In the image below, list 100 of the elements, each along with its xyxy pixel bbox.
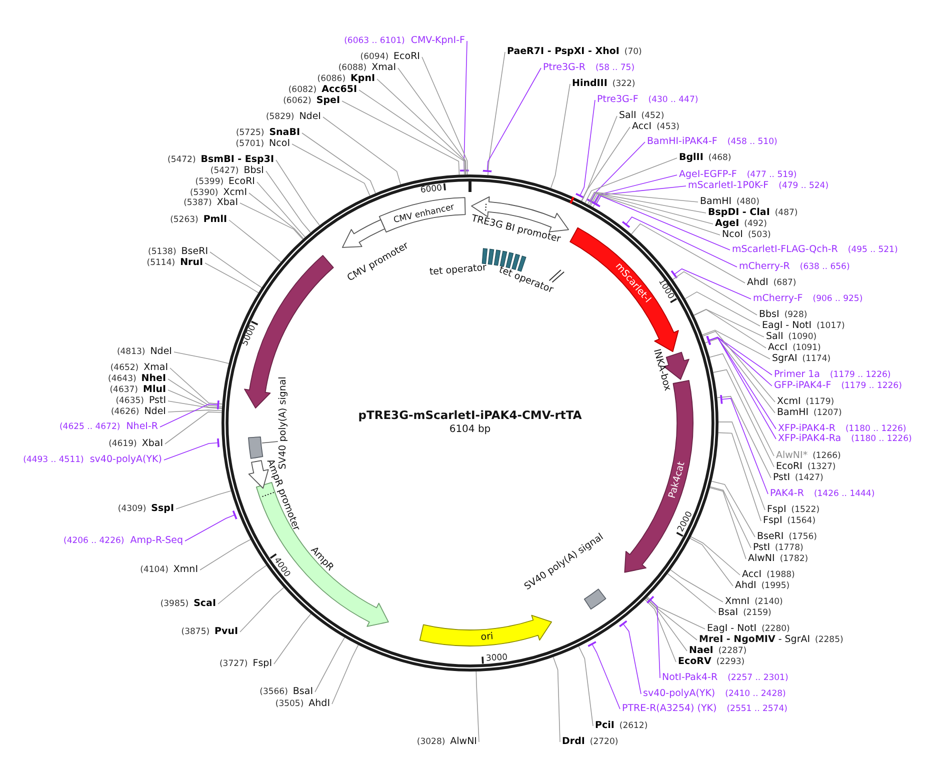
leader-line — [240, 587, 284, 632]
leader-line — [358, 90, 465, 175]
primer-range: (1179 .. 1226) — [830, 370, 891, 380]
enzyme-name: SgrAI — [772, 353, 798, 364]
cut-position: (1090) — [788, 332, 817, 343]
enzyme-name: AccI — [768, 342, 788, 353]
leader-line — [711, 480, 756, 538]
cut-position: (1207) — [814, 408, 842, 419]
primer-range: (458 .. 510) — [727, 137, 778, 148]
enzyme-name: BbsI — [244, 165, 264, 176]
primer-name: NotI-Pak4-R — [662, 672, 718, 683]
leader-line — [164, 437, 220, 460]
cut-position: (1266) — [812, 451, 841, 462]
primer-range: (430 .. 447) — [648, 95, 698, 106]
leader-line — [702, 330, 776, 402]
primer-name: CMV-KpnI-F — [410, 35, 465, 46]
primer-range: (1180 .. 1226) — [851, 434, 912, 445]
enzyme-name: AccI — [632, 121, 652, 132]
cut-position: (5263) — [170, 215, 198, 226]
primer-range: (58 .. 75) — [595, 63, 635, 74]
cut-position: (468) — [708, 153, 732, 164]
enzyme-name: ScaI — [194, 598, 216, 609]
cut-position: (1327) — [807, 462, 836, 473]
enzyme-name: XmnI — [173, 564, 198, 575]
enzyme-name: BamHI — [777, 407, 809, 418]
leader-line — [422, 56, 468, 175]
enzyme-name: BspDI - ClaI — [708, 207, 770, 218]
enzyme-name: NaeI — [689, 645, 714, 656]
enzyme-name: EcoRI — [228, 176, 255, 187]
leader-line — [170, 368, 223, 404]
cut-position: (5387) — [184, 198, 212, 209]
cut-position: (322) — [612, 79, 636, 90]
cut-position: (4619) — [108, 439, 137, 450]
leader-line — [591, 196, 730, 250]
leader-line — [672, 271, 758, 316]
leader-line — [292, 144, 370, 196]
leader-line — [631, 223, 746, 284]
feature-label: TRE3G BI promoter — [470, 213, 562, 246]
cut-position: (5427) — [210, 166, 239, 177]
primer-range: (638 .. 656) — [800, 262, 850, 273]
primer-range: (4206 .. 4226) — [64, 536, 124, 547]
primer-name: XFP-iPAK4-R — [778, 423, 836, 434]
leader-line — [646, 598, 688, 652]
scale-number: 3000 — [485, 652, 508, 664]
leader-line — [622, 216, 738, 268]
enzyme-name: BsaI — [718, 607, 738, 618]
enzyme-name: XmnI — [725, 596, 750, 607]
enzyme-name: EcoRV — [678, 656, 712, 667]
cut-position: (6094) — [360, 52, 389, 63]
leader-line — [322, 116, 401, 185]
leader-line — [718, 432, 762, 522]
leader-line — [644, 599, 676, 662]
enzyme-name: DrdI — [562, 736, 585, 747]
enzyme-name: NcoI — [269, 138, 290, 149]
enzyme-name: BglII — [679, 152, 704, 163]
map-title: pTRE3G-mScarletI-iPAK4-CMV-rtTA — [358, 408, 582, 422]
primer-name: Primer 1a — [774, 369, 820, 380]
cut-position: (1091) — [792, 343, 821, 354]
primer-range: (1179 .. 1226) — [841, 381, 902, 392]
leader-line — [575, 100, 596, 199]
leader-line — [581, 126, 630, 202]
enzyme-name: SalI — [766, 331, 784, 342]
enzyme-name: AccI — [742, 569, 762, 580]
primer-name: sv40-polyA(YK) — [643, 688, 716, 699]
primer-name: GFP-iPAK4-F — [774, 380, 832, 391]
primer-range: (2551 .. 2574) — [726, 704, 788, 715]
leader-line — [590, 193, 714, 224]
leader-line — [646, 596, 706, 630]
cut-position: (3985) — [160, 599, 189, 610]
cut-position: (5829) — [266, 112, 294, 123]
cut-position: (6082) — [288, 85, 317, 96]
enzyme-name: AhdI — [308, 698, 330, 709]
primer-name: NheI-R — [126, 421, 158, 432]
leader-line — [376, 78, 466, 175]
cut-position: (1174) — [802, 354, 831, 365]
primer-name: Amp-R-Seq — [130, 535, 183, 546]
enzyme-name: EcoRI — [394, 51, 420, 62]
leader-line — [670, 268, 752, 300]
leader-line — [550, 84, 570, 188]
cut-position: (3727) — [219, 659, 248, 670]
leader-line — [228, 220, 282, 262]
leader-line — [176, 490, 232, 510]
cut-position: (2612) — [619, 721, 648, 732]
enzyme-name: BamHI — [700, 196, 732, 207]
cut-position: (3875) — [181, 627, 210, 638]
primer-name: Ptre3G-F — [597, 94, 638, 105]
enzyme-name: PstI — [753, 542, 770, 553]
leader-line — [482, 68, 542, 172]
cut-position: (1427) — [795, 473, 824, 484]
primer-name: XFP-iPAK4-Ra — [778, 433, 842, 444]
enzyme-name: MreI - NgoMIV - SgrAI — [699, 634, 810, 645]
leader-line — [160, 399, 220, 428]
leader-line — [587, 192, 698, 205]
leader-line — [690, 538, 734, 586]
enzyme-name: AlwNI* — [776, 450, 808, 461]
leader-line — [710, 486, 752, 548]
cut-position: (6086) — [317, 74, 346, 85]
enzyme-name: MluI — [142, 384, 166, 395]
cut-position: (4643) — [108, 374, 136, 385]
cut-position: (1778) — [775, 543, 804, 554]
